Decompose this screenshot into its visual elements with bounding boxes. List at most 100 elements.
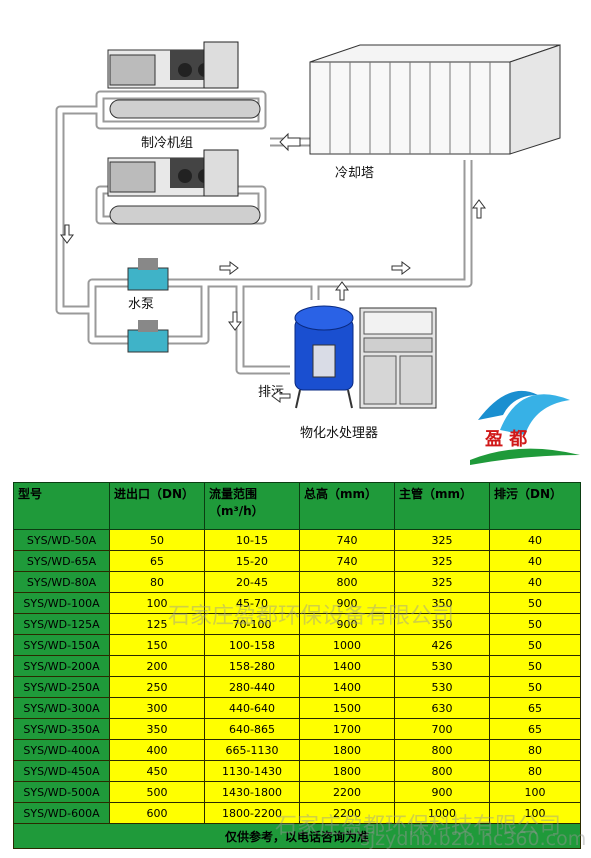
cell-inlet: 450 [109,760,205,782]
cell-model: SYS/WD-600A [13,802,110,824]
cell-inlet: 80 [109,571,205,593]
cell-drain: 40 [489,571,581,593]
cooling-tower [309,44,561,155]
cell-flow: 10-15 [204,529,300,551]
cell-flow: 100-158 [204,634,300,656]
cell-flow: 20-45 [204,571,300,593]
arrow-left-icon [279,132,301,152]
cell-main-pipe: 325 [394,550,490,572]
cell-height: 740 [299,529,395,551]
water-system-diagram: 制冷机组 冷却塔 水泵 排污 物化水处理 [55,41,580,465]
cell-drain: 40 [489,550,581,572]
arrow-left-icon [271,389,291,403]
cell-drain: 65 [489,718,581,740]
cell-model: SYS/WD-150A [13,634,110,656]
cell-flow: 70-100 [204,613,300,635]
cell-flow: 665-1130 [204,739,300,761]
cell-inlet: 250 [109,676,205,698]
cell-height: 1700 [299,718,395,740]
cell-main-pipe: 350 [394,613,490,635]
cell-main-pipe: 426 [394,634,490,656]
cell-model: SYS/WD-65A [13,550,110,572]
cell-model: SYS/WD-250A [13,676,110,698]
cell-drain: 65 [489,697,581,719]
chiller-unit-top [107,41,261,119]
col-header-drain: 排污（DN） [489,482,581,530]
cell-main-pipe: 530 [394,655,490,677]
cell-flow: 280-440 [204,676,300,698]
cell-flow: 1130-1430 [204,760,300,782]
cell-flow: 640-865 [204,718,300,740]
col-header-height: 总高（mm） [299,482,395,530]
cell-model: SYS/WD-50A [13,529,110,551]
cell-inlet: 125 [109,613,205,635]
cell-flow: 45-70 [204,592,300,614]
cell-model: SYS/WD-400A [13,739,110,761]
cell-height: 1800 [299,760,395,782]
cell-model: SYS/WD-100A [13,592,110,614]
cell-drain: 50 [489,655,581,677]
treatment-tank [294,305,354,409]
cell-model: SYS/WD-450A [13,760,110,782]
cell-height: 740 [299,550,395,572]
cell-height: 1500 [299,697,395,719]
cell-height: 900 [299,613,395,635]
cell-model: SYS/WD-350A [13,718,110,740]
cell-height: 1800 [299,739,395,761]
pump-label: 水泵 [128,297,154,312]
col-header-inlet: 进出口（DN） [109,482,205,530]
cell-height: 1000 [299,634,395,656]
table-footnote-row: 仅供参考，以电话咨询为准 [13,823,581,849]
cell-model: SYS/WD-200A [13,655,110,677]
cell-main-pipe: 800 [394,739,490,761]
cell-model: SYS/WD-500A [13,781,110,803]
cooling-tower-label: 冷却塔 [335,166,374,181]
cell-inlet: 100 [109,592,205,614]
arrow-up-icon [335,281,349,301]
cell-drain: 100 [489,802,581,824]
arrow-up-icon [472,199,486,219]
logo-text: 盈 都 [484,429,527,450]
cell-height: 900 [299,592,395,614]
cell-height: 1400 [299,655,395,677]
cell-inlet: 300 [109,697,205,719]
arrow-down-icon [60,224,74,244]
cell-main-pipe: 325 [394,571,490,593]
cell-inlet: 50 [109,529,205,551]
cell-height: 2200 [299,802,395,824]
chiller-label: 制冷机组 [141,136,193,151]
arrow-right-icon [391,261,411,275]
cell-model: SYS/WD-80A [13,571,110,593]
spec-table: 型号 进出口（DN） 流量范围（m³/h） 总高（mm） 主管（mm） 排污（D… [13,482,581,849]
cell-main-pipe: 700 [394,718,490,740]
cell-flow: 15-20 [204,550,300,572]
col-header-model: 型号 [13,482,110,530]
cell-height: 1400 [299,676,395,698]
cell-inlet: 200 [109,655,205,677]
cell-inlet: 600 [109,802,205,824]
cell-drain: 50 [489,592,581,614]
cell-drain: 80 [489,739,581,761]
treatment-label: 物化水处理器 [300,426,378,441]
cell-main-pipe: 1000 [394,802,490,824]
table-header-row: 型号 进出口（DN） 流量范围（m³/h） 总高（mm） 主管（mm） 排污（D… [13,482,581,530]
cell-drain: 50 [489,634,581,656]
cell-main-pipe: 325 [394,529,490,551]
arrow-down-icon [228,311,242,331]
cell-model: SYS/WD-125A [13,613,110,635]
pump-bottom [127,320,169,353]
cell-height: 800 [299,571,395,593]
